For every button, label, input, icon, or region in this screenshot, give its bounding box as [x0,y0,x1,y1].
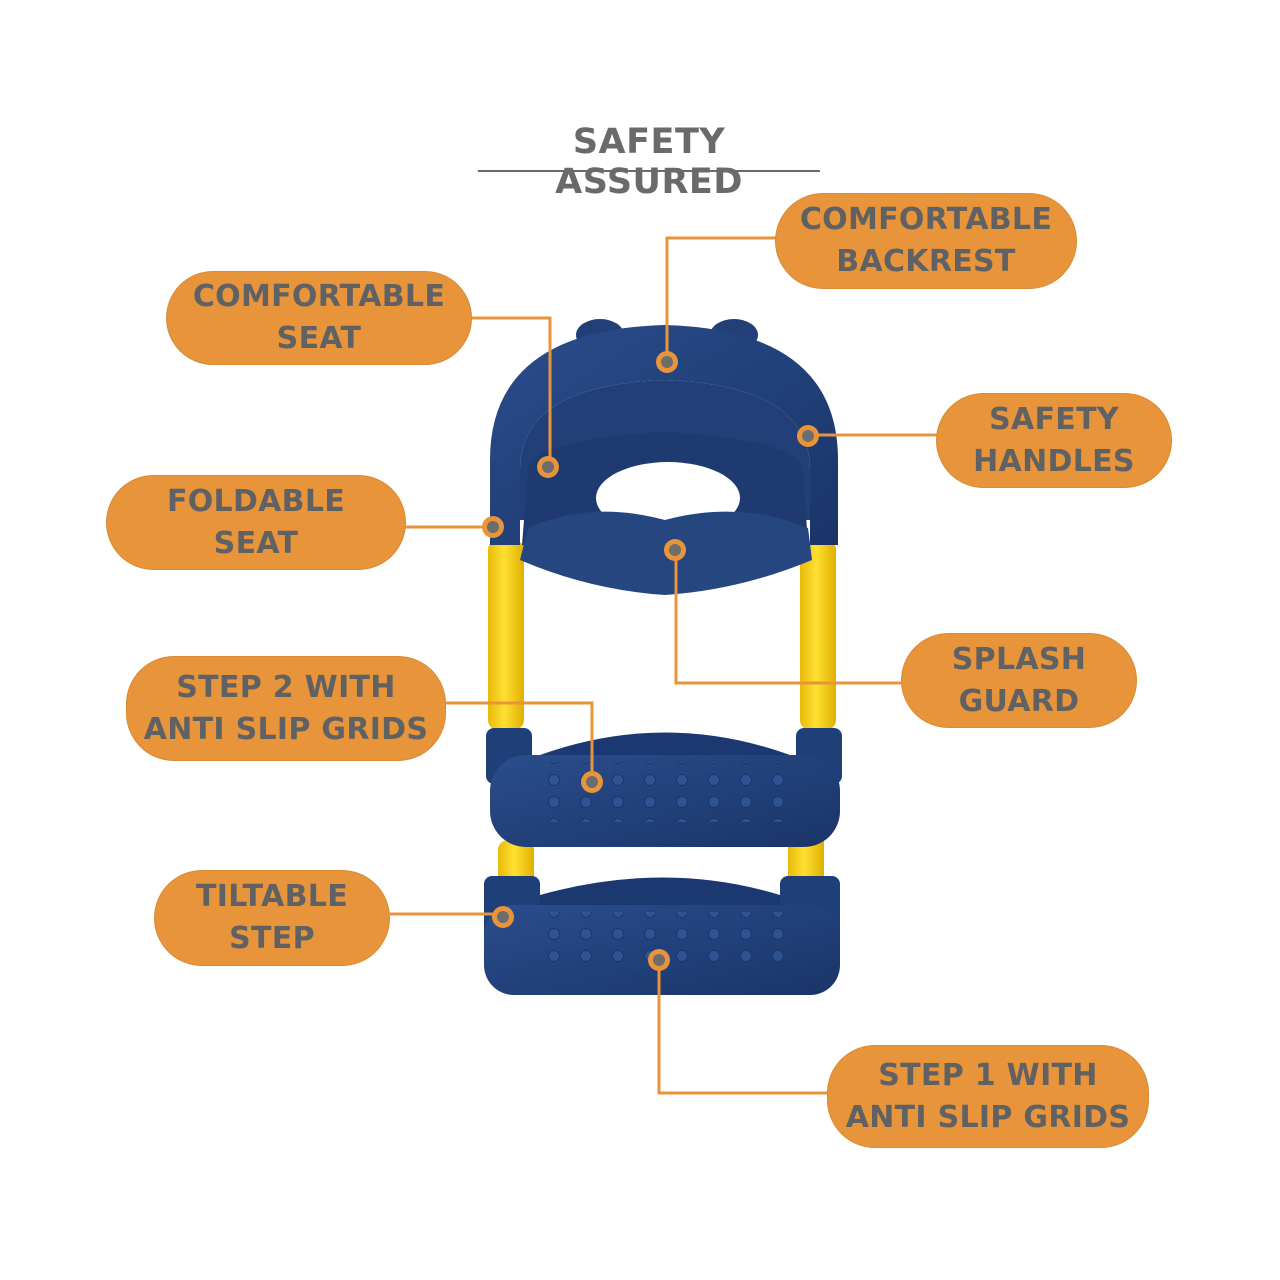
marker-splash-icon [664,539,686,561]
callout-line-1: COMFORTABLE [799,202,1053,237]
callout-line-2: BACKREST [836,244,1016,279]
callout-line-1: STEP 1 WITH [878,1057,1098,1093]
callout-line-2: GUARD [958,683,1080,719]
page-title: SAFETY ASSURED [555,122,743,202]
callout-line-1: SPLASH [951,641,1087,677]
callout-line-2: HANDLES [973,443,1135,479]
callout-safety-handles: SAFETY HANDLES [936,393,1172,488]
callout-foldable-seat: FOLDABLE SEAT [106,475,406,570]
callout-splash-guard: SPLASH GUARD [901,633,1137,728]
marker-tiltable-icon [492,906,514,928]
marker-handles-icon [797,425,819,447]
step-2-platform [486,728,842,847]
callout-line-2: SEAT [276,321,362,356]
callout-step-1: STEP 1 WITH ANTI SLIP GRIDS [827,1045,1149,1148]
callout-line-1: TILTABLE [195,879,348,914]
callout-comfortable-seat: COMFORTABLE SEAT [166,271,472,365]
callout-line-1: FOLDABLE [166,483,346,519]
marker-step1-icon [648,949,670,971]
step-1-platform [484,876,840,995]
ladder-legs [488,540,836,910]
marker-step2-icon [581,771,603,793]
callout-step-2: STEP 2 WITH ANTI SLIP GRIDS [126,656,446,761]
callout-line-2: ANTI SLIP GRIDS [143,711,429,747]
callout-comfortable-backrest: COMFORTABLE BACKREST [775,193,1077,289]
callout-line-2: STEP [229,921,315,956]
callout-markers [482,351,819,971]
callout-line-1: STEP 2 WITH [176,669,396,705]
marker-seat-icon [537,456,559,478]
seat [520,432,812,595]
callout-line-2: SEAT [213,525,299,561]
marker-backrest-icon [656,351,678,373]
callout-line-1: COMFORTABLE [192,279,446,314]
callout-line-2: ANTI SLIP GRIDS [845,1099,1131,1135]
callout-tiltable-step: TILTABLE STEP [154,870,390,966]
marker-foldable-icon [482,516,504,538]
callout-line-1: SAFETY [989,401,1119,437]
leader-lines [390,236,938,1095]
title-underline [478,170,820,172]
